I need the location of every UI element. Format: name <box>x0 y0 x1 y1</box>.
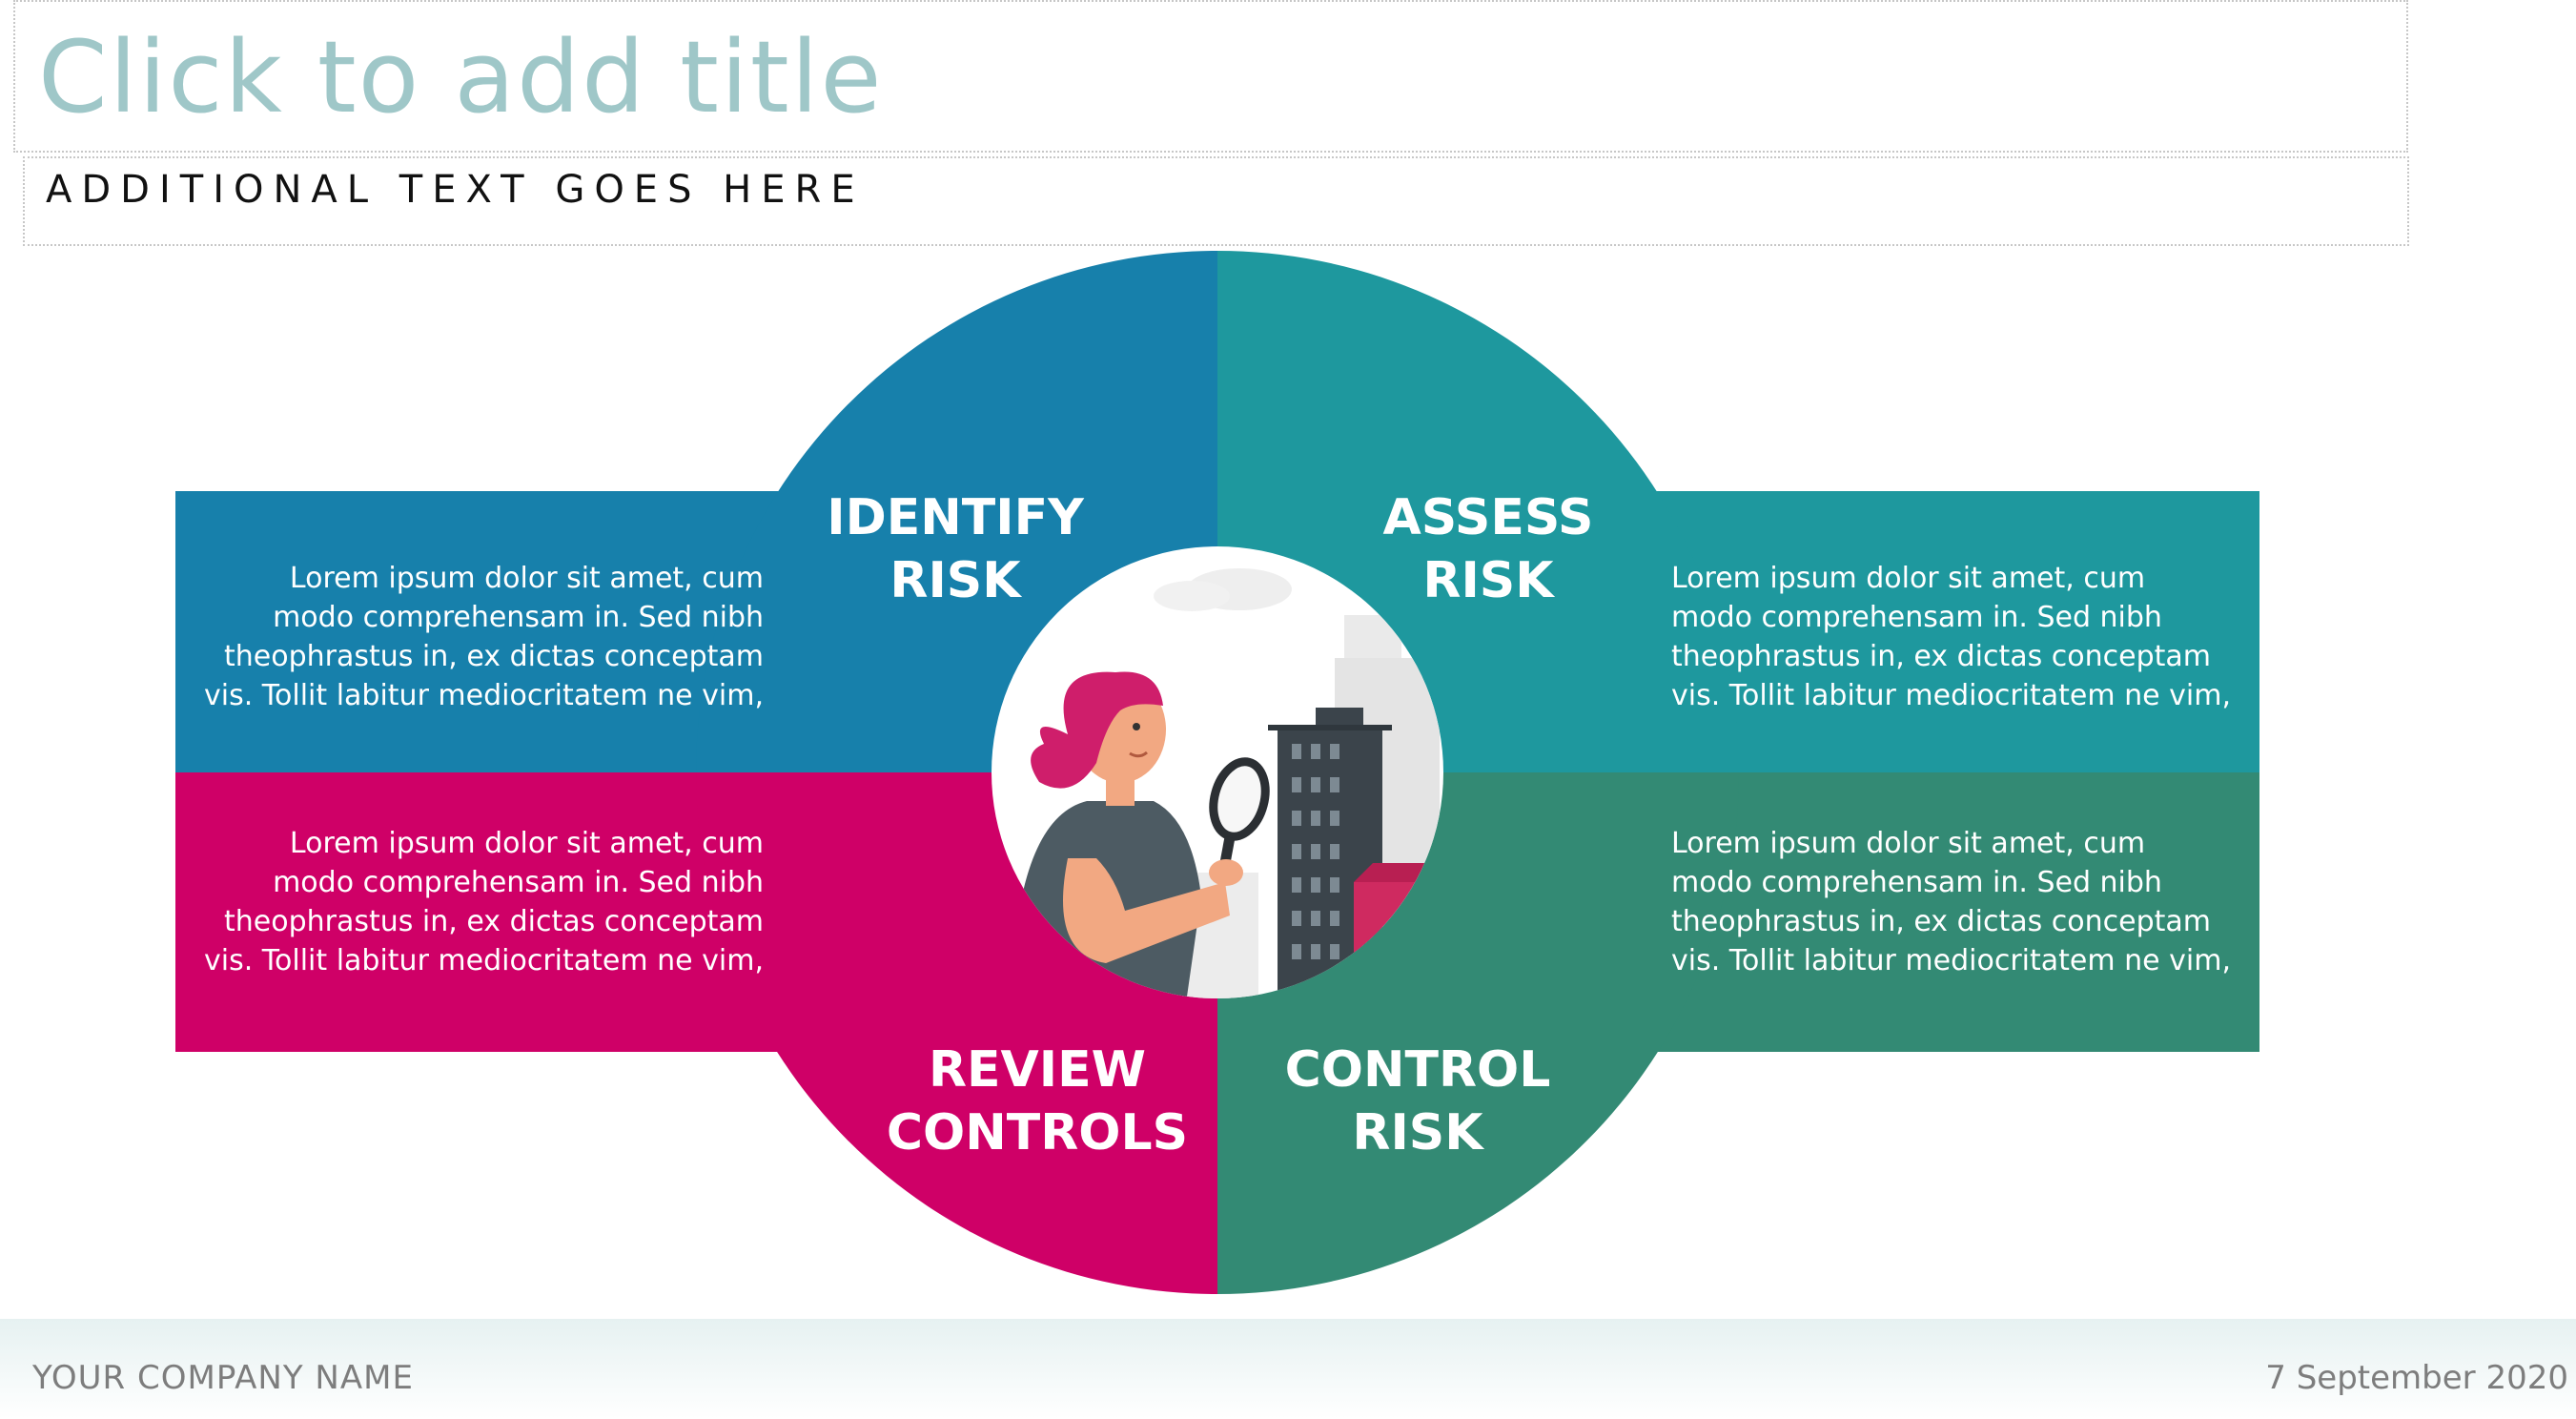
slide-subtitle[interactable]: ADDITIONAL TEXT GOES HERE <box>46 168 865 212</box>
identify-risk-label: IDENTIFY RISK <box>827 489 1084 609</box>
review-controls-label: REVIEW CONTROLS <box>886 1041 1189 1162</box>
assess-description[interactable]: Lorem ipsum dolor sit amet, cum modo com… <box>1671 562 2231 712</box>
control-risk-label: CONTROL RISK <box>1284 1041 1551 1162</box>
slide-title[interactable]: Click to add title <box>38 19 884 135</box>
woman-with-magnifier-icon <box>992 546 1443 998</box>
company-name[interactable]: YOUR COMPANY NAME <box>32 1359 414 1397</box>
slide-footer: YOUR COMPANY NAME 7 September 2020 <box>0 1319 2576 1419</box>
identify-description[interactable]: Lorem ipsum dolor sit amet, cum modo com… <box>204 562 764 712</box>
title-placeholder[interactable]: Click to add title <box>13 0 2408 153</box>
assess-risk-label: ASSESS RISK <box>1382 489 1594 609</box>
review-description[interactable]: Lorem ipsum dolor sit amet, cum modo com… <box>204 827 764 977</box>
subtitle-textbox[interactable]: ADDITIONAL TEXT GOES HERE <box>23 156 2409 246</box>
control-description[interactable]: Lorem ipsum dolor sit amet, cum modo com… <box>1671 827 2231 977</box>
slide-date[interactable]: 7 September 2020 <box>2265 1359 2568 1397</box>
